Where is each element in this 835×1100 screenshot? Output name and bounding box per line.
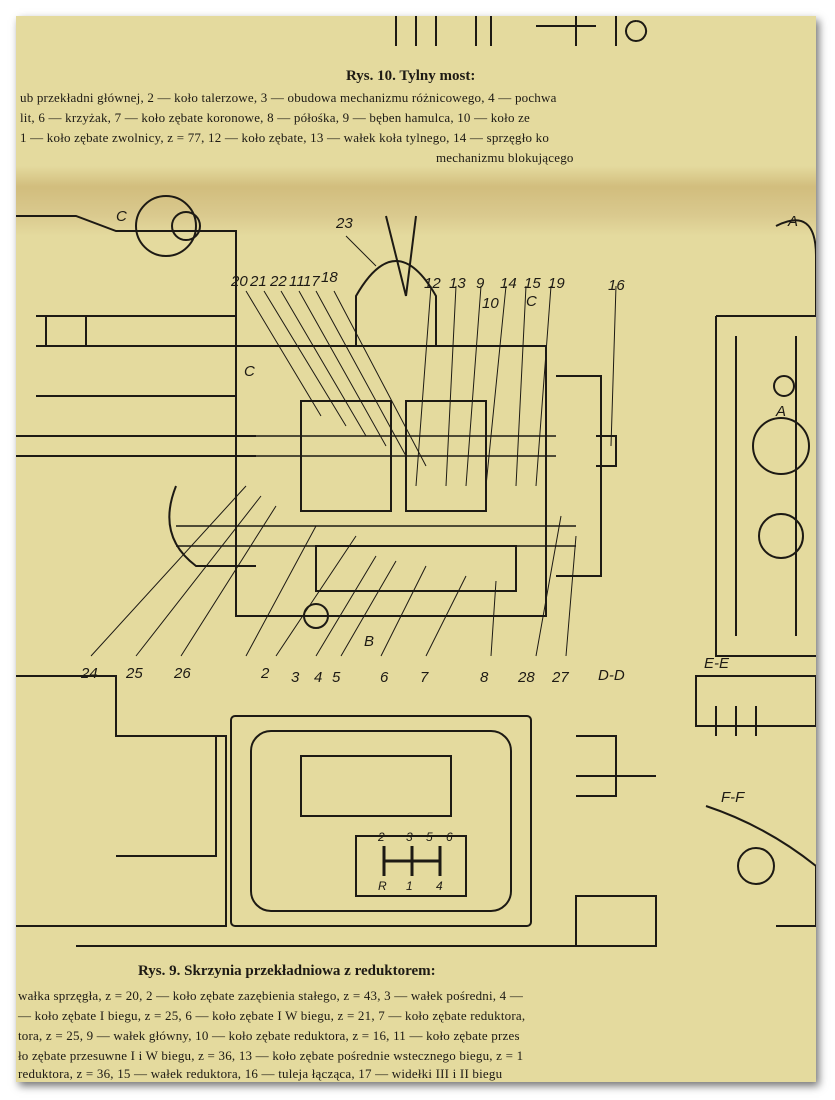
callout-7: 7 <box>420 669 429 686</box>
callout-26: 26 <box>173 665 191 682</box>
top-figure-title: Rys. 10. Tylny most: <box>346 68 476 84</box>
document-page: Rys. 10. Tylny most: ub przekładni główn… <box>16 16 816 1082</box>
callout-5: 5 <box>332 669 341 686</box>
callout-19: 19 <box>548 275 565 292</box>
callout-3: 3 <box>291 669 300 686</box>
top-caption-line-4: mechanizmu blokującego <box>436 150 574 165</box>
shift-3: 3 <box>406 830 413 844</box>
callout-17: 17 <box>303 273 320 290</box>
callout-18: 18 <box>321 269 338 286</box>
top-caption-line-2: lit, 6 — krzyżak, 7 — koło zębate korono… <box>20 110 531 125</box>
callout-13: 13 <box>449 275 466 292</box>
callout-10: 10 <box>482 295 499 312</box>
top-caption-line-1: ub przekładni głównej, 2 — koło talerzow… <box>20 90 557 105</box>
section-letter-b: B <box>364 633 374 650</box>
bottom-caption-line-2: — koło zębate I biegu, z = 25, 6 — koło … <box>18 1008 526 1023</box>
top-caption-line-3: 1 — koło zębate zwolnicy, z = 77, 12 — k… <box>20 130 550 145</box>
bottom-caption-line-1: wałka sprzęgła, z = 20, 2 — koło zębate … <box>18 988 524 1003</box>
callout-27: 27 <box>551 669 569 686</box>
section-label-d-d: D-D <box>598 667 625 684</box>
section-letter-c-1: C <box>116 208 127 225</box>
section-letter-c-3: C <box>526 293 537 310</box>
callout-24: 24 <box>80 665 98 682</box>
callout-20: 20 <box>230 273 248 290</box>
callout-15: 15 <box>524 275 541 292</box>
shift-4: 4 <box>436 879 443 893</box>
shift-2: 2 <box>377 830 385 844</box>
section-letter-a-2: A <box>775 403 786 420</box>
callout-11: 11 <box>289 273 305 290</box>
callout-28: 28 <box>517 669 535 686</box>
bottom-caption-line-4: ło zębate przesuwne I i W biegu, z = 36,… <box>18 1048 524 1063</box>
section-label-e-e: E-E <box>704 655 730 672</box>
callout-6: 6 <box>380 669 389 686</box>
callout-16: 16 <box>608 277 625 294</box>
callout-9: 9 <box>476 275 485 292</box>
callout-2: 2 <box>260 665 270 682</box>
callout-21: 21 <box>249 273 267 290</box>
bottom-figure-title: Rys. 9. Skrzynia przekładniowa z redukto… <box>138 963 436 979</box>
callout-12: 12 <box>424 275 441 292</box>
callout-23: 23 <box>335 215 353 232</box>
section-letter-a-1: A <box>787 213 798 230</box>
bottom-caption-line-5: reduktora, z = 36, 15 — wałek reduktora,… <box>18 1066 503 1081</box>
shift-r: R <box>378 879 387 893</box>
section-label-f-f: F-F <box>721 789 745 806</box>
callout-14: 14 <box>500 275 517 292</box>
bottom-caption-line-3: tora, z = 25, 9 — wałek główny, 10 — koł… <box>18 1028 520 1043</box>
callout-4: 4 <box>314 669 322 686</box>
callout-25: 25 <box>125 665 143 682</box>
section-letter-c-2: C <box>244 363 255 380</box>
callout-8: 8 <box>480 669 489 686</box>
shift-1: 1 <box>406 879 413 893</box>
callout-22: 22 <box>269 273 287 290</box>
shift-5: 5 <box>426 830 433 844</box>
shift-6: 6 <box>446 830 453 844</box>
gearbox-drawing: 23 20 21 22 11 17 18 12 13 9 14 15 19 10… <box>16 16 816 947</box>
